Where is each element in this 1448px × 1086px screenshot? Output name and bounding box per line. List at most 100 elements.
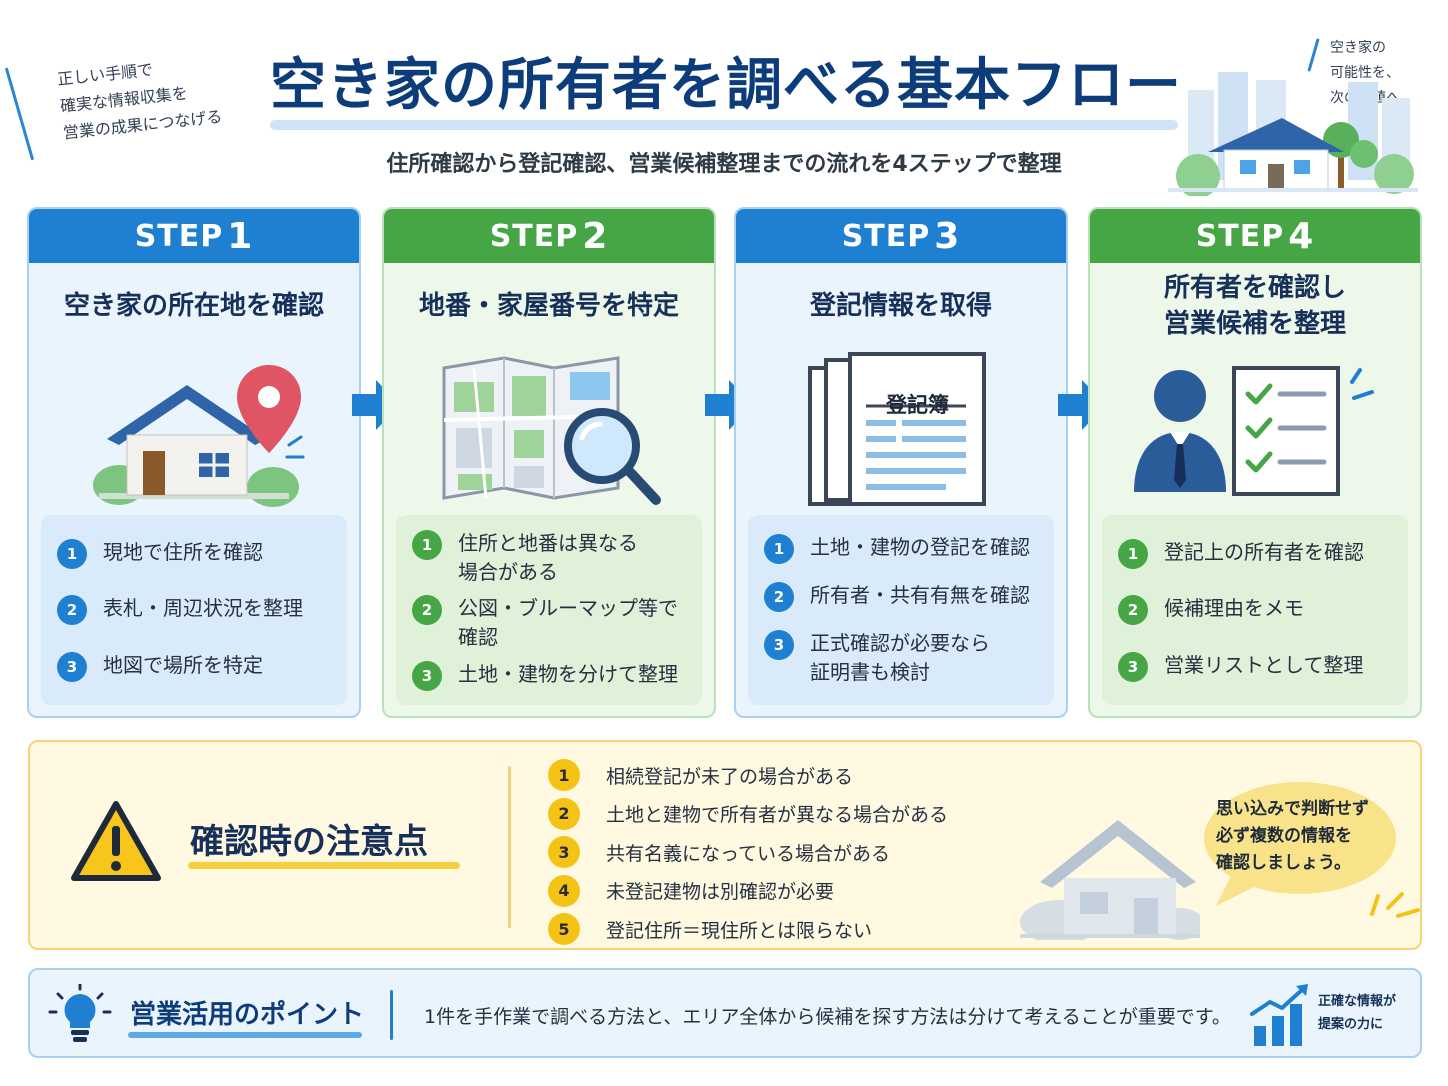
- step-title: 登記情報を取得: [809, 291, 992, 321]
- point-side-text: 正確な情報が 提案の力に: [1318, 990, 1396, 1036]
- caution-title: 確認時の注意点: [190, 822, 428, 862]
- step-illustration: 登記簿: [736, 349, 1066, 515]
- caution-item-text: 共有名義になっている場合がある: [606, 842, 891, 865]
- list-item: 3 土地・建物を分けて整理: [412, 660, 686, 692]
- step-number: 2: [582, 215, 609, 257]
- number-badge: 1: [548, 759, 580, 792]
- step-label: STEP: [1195, 218, 1285, 254]
- caution-title-underline: [188, 862, 460, 869]
- list-item-text: 土地・建物の登記を確認: [810, 535, 1030, 560]
- list-item-text: 正式確認が必要なら 証明書も検討: [810, 630, 990, 684]
- step-illustration: [1090, 349, 1420, 515]
- number-badge: 2: [764, 581, 794, 612]
- number-badge: 1: [1118, 538, 1148, 569]
- step-label: STEP: [489, 218, 579, 254]
- step-title: 地番・家屋番号を特定: [418, 291, 679, 321]
- faded-house-icon: [1020, 820, 1200, 940]
- caution-panel: 確認時の注意点 1 相続登記が未了の場合がある 2 土地と建物で所有者が異なる場…: [28, 740, 1422, 950]
- caution-item-text: 登記住所＝現住所とは限らない: [606, 919, 873, 942]
- number-badge: 2: [1118, 595, 1148, 626]
- warning-triangle-icon: [71, 801, 161, 881]
- list-item-text: 公図・ブルーマップ等で 確認: [458, 596, 678, 650]
- number-badge: 3: [412, 661, 442, 692]
- list-item: 2 表札・周辺状況を整理: [57, 594, 331, 626]
- list-item: 3 地図で場所を特定: [57, 651, 331, 683]
- caution-item: 5 登記住所＝現住所とは限らない: [548, 910, 1028, 949]
- lightbulb-icon: [48, 984, 112, 1042]
- list-item: 3 正式確認が必要なら 証明書も検討: [764, 629, 1038, 687]
- list-item-text: 営業リストとして整理: [1164, 653, 1364, 678]
- point-text: 1件を手作業で調べる方法と、エリア全体から候補を探す方法は分けて考えることが重要…: [424, 1006, 1231, 1028]
- registry-document-icon: [808, 352, 986, 506]
- step-list: 1 現地で住所を確認 2 表札・周辺状況を整理 3 地図で場所を特定: [41, 515, 347, 705]
- list-item: 2 公図・ブルーマップ等で 確認: [412, 594, 686, 652]
- page-title: 空き家の所有者を調べる基本フロー: [270, 53, 1182, 118]
- title-underline: [270, 120, 1178, 130]
- list-item-text: 所有者・共有有無を確認: [810, 582, 1030, 607]
- point-title: 営業活用のポイント: [130, 1000, 365, 1030]
- point-divider: [390, 990, 393, 1040]
- number-badge: 3: [548, 836, 580, 869]
- speech-line: 確認しましょう。: [1216, 853, 1351, 873]
- growth-chart-icon: [1250, 984, 1308, 1046]
- number-badge: 1: [764, 534, 794, 565]
- number-badge: 1: [57, 538, 87, 569]
- step-title: 所有者を確認し 営業候補を整理: [1163, 273, 1346, 339]
- step-title: 空き家の所在地を確認: [63, 291, 324, 321]
- point-side-line: 提案の力に: [1318, 1017, 1384, 1032]
- number-badge: 3: [57, 652, 87, 683]
- caution-item-text: 土地と建物で所有者が異なる場合がある: [606, 804, 949, 827]
- tagline-right-line: 可能性を、: [1330, 65, 1400, 81]
- caution-list: 1 相続登記が未了の場合がある 2 土地と建物で所有者が異なる場合がある 3 共…: [548, 756, 1028, 949]
- speech-bubble-icon: [1204, 782, 1396, 906]
- list-item-text: 現地で住所を確認: [103, 539, 263, 564]
- house-with-map-pin-icon: [93, 365, 305, 507]
- list-item: 1 住所と地番は異なる 場合がある: [412, 529, 686, 587]
- tagline-left: 正しい手順で 確実な情報収集を 営業の成果につなげる: [56, 43, 283, 147]
- caution-item: 4 未登記建物は別確認が必要: [548, 872, 1028, 911]
- caution-item: 2 土地と建物で所有者が異なる場合がある: [548, 795, 1028, 834]
- page-subtitle: 住所確認から登記確認、営業候補整理までの流れを4ステップで整理: [386, 152, 1062, 177]
- caution-divider: [508, 766, 511, 928]
- step-number: 3: [934, 215, 961, 257]
- point-title-underline: [128, 1032, 362, 1038]
- list-item-text: 土地・建物を分けて整理: [458, 662, 678, 687]
- number-badge: 2: [57, 595, 87, 626]
- number-badge: 1: [412, 529, 442, 560]
- document-label: 登記簿: [886, 393, 949, 417]
- speech-line: 必ず複数の情報を: [1216, 826, 1352, 846]
- point-side-line: 正確な情報が: [1318, 994, 1397, 1009]
- step-list: 1 住所と地番は異なる 場合がある 2 公図・ブルーマップ等で 確認 3 土地・…: [396, 515, 702, 705]
- number-badge: 4: [548, 874, 580, 907]
- list-item: 2 候補理由をメモ: [1118, 594, 1392, 626]
- number-badge: 5: [548, 913, 580, 946]
- caution-item-text: 相続登記が未了の場合がある: [606, 765, 854, 788]
- sparkle-lines-icon: [1370, 892, 1420, 918]
- step-illustration: [384, 349, 714, 515]
- number-badge: 2: [548, 797, 580, 830]
- caution-item-text: 未登記建物は別確認が必要: [606, 881, 835, 904]
- list-item-text: 登記上の所有者を確認: [1164, 539, 1364, 564]
- header-house-illustration-icon: [1168, 72, 1418, 196]
- tagline-right-line: 空き家の: [1330, 40, 1386, 56]
- list-item: 1 登記上の所有者を確認: [1118, 538, 1392, 569]
- step-number: 4: [1288, 215, 1315, 257]
- list-item: 1 土地・建物の登記を確認: [764, 533, 1038, 565]
- list-item-text: 候補理由をメモ: [1164, 596, 1304, 621]
- list-item-text: 地図で場所を特定: [103, 653, 263, 678]
- step-label: STEP: [841, 218, 931, 254]
- step-list: 1 登記上の所有者を確認 2 候補理由をメモ 3 営業リストとして整理: [1102, 515, 1408, 705]
- list-item: 1 現地で住所を確認: [57, 538, 331, 569]
- step-number: 1: [227, 215, 254, 257]
- caution-item: 3 共有名義になっている場合がある: [548, 833, 1028, 872]
- left-accent-line: [4, 67, 35, 161]
- person-with-checklist-icon: [1134, 366, 1374, 496]
